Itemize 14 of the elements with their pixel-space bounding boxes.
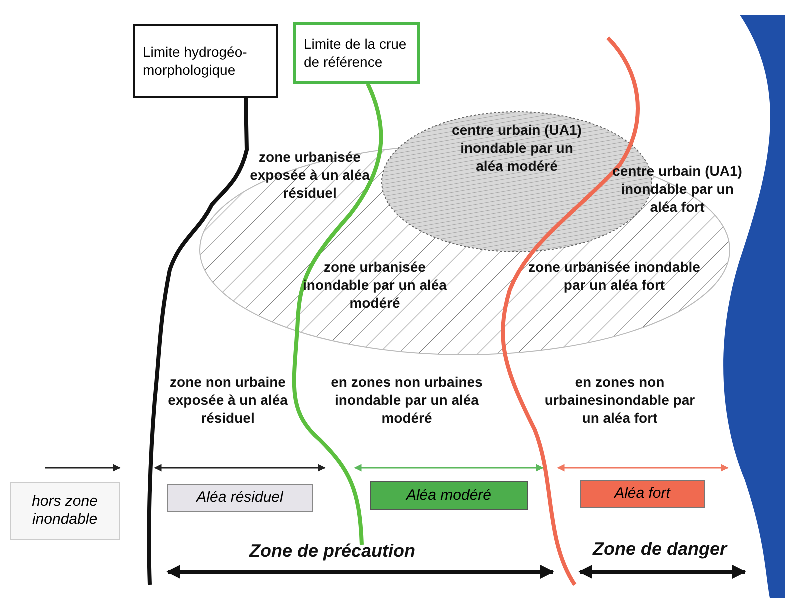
zone-label: zone non urbaine exposée à un aléa résiduel — [167, 373, 289, 427]
zone-label: zone urbanisée exposée à un aléa résiduel — [249, 148, 371, 202]
callout-box: Limite hydrogéo-morphologique — [133, 24, 278, 98]
zone-label: en zones non urbainesinondable par un aléa fort — [544, 373, 696, 427]
hazard-box: Aléa résiduel — [167, 484, 313, 512]
zone-box: hors zone inondable — [10, 482, 120, 540]
zone-label: zone urbanisée inondable par un aléa fort — [528, 258, 702, 294]
zone-title: Zone de précaution — [248, 540, 417, 562]
zone-label: en zones non urbaines inondable par un aléa modéré — [330, 373, 484, 427]
callout-box: Limite de la crue de référence — [293, 22, 420, 84]
zone-label: centre urbain (UA1) inondable par un aléa modéré — [451, 121, 583, 175]
zone-title: Zone de danger — [592, 538, 729, 560]
hazard-box: Aléa modéré — [370, 481, 528, 510]
hazard-box: Aléa fort — [580, 480, 705, 508]
